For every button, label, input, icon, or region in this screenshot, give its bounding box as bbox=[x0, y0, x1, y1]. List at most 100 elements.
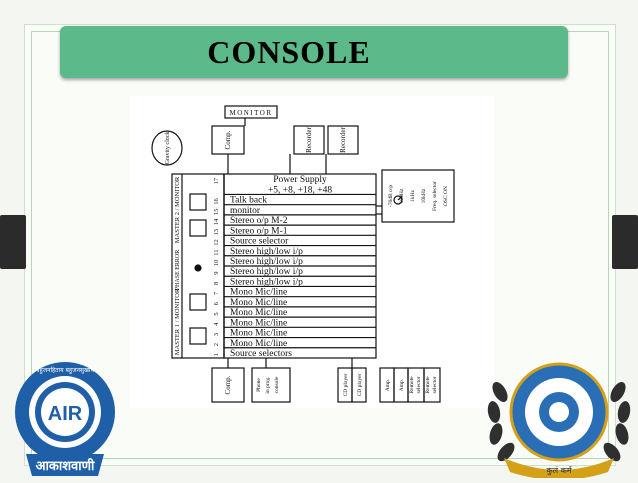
row-label: Stereo high/low i/p bbox=[230, 277, 303, 287]
master2-label: MASTER 2 / MONITOR bbox=[174, 176, 181, 243]
row-number: 5 bbox=[213, 312, 220, 315]
institute-emblem: कुलं कर्म bbox=[484, 362, 634, 480]
row-label: Mono Mic/line bbox=[230, 288, 287, 298]
console-diagram-svg: MONITOR Gravity clock Comp. Recorder Rec… bbox=[151, 105, 455, 403]
bottom-comp-label: Comp. bbox=[224, 375, 232, 394]
row-label: Stereo o/p M-2 bbox=[230, 216, 288, 226]
row-number: 14 bbox=[213, 218, 220, 225]
oscillator-label: -70dB o/p bbox=[388, 185, 394, 207]
row-number: 3 bbox=[213, 333, 220, 336]
recorder-label-2: Recorder bbox=[339, 127, 347, 153]
oscillator-label: 100Hz bbox=[399, 188, 405, 203]
oscillator-labels: -70dB o/p 100Hz 1kHz 10kHz Freq. selector OSC… bbox=[388, 181, 449, 211]
row-label: Stereo high/low i/p bbox=[230, 247, 303, 257]
row-number: 6 bbox=[213, 301, 220, 305]
device-label: Remote bbox=[425, 376, 431, 394]
row-label: Mono Mic/line bbox=[230, 339, 287, 349]
bottom-comp-box: Comp. bbox=[211, 367, 245, 403]
oscillator-label: Freq. selector bbox=[432, 181, 438, 211]
device-label: Amp. bbox=[385, 378, 391, 391]
row-number: 12 bbox=[213, 239, 220, 246]
row-label: Power Supply bbox=[273, 175, 327, 185]
oscillator-knob bbox=[393, 195, 403, 205]
master2-meter-2 bbox=[189, 219, 207, 237]
air-logo-svg: AIR बहुजनहिताय बहुजनसुखाय आकाशवाणी bbox=[15, 362, 115, 476]
row-number: 11 bbox=[213, 250, 220, 256]
device-label: CD player bbox=[357, 373, 363, 396]
air-ring-text: बहुजनहिताय बहुजनसुखाय bbox=[36, 366, 94, 374]
gravity-clock: Gravity clock bbox=[151, 130, 183, 166]
phase-error-led bbox=[194, 264, 202, 272]
device-label: CD player bbox=[343, 373, 349, 396]
left-laurel bbox=[487, 382, 515, 462]
bottom-connectors bbox=[227, 358, 353, 368]
top-comp-box: Comp. bbox=[211, 125, 245, 155]
row-label: Mono Mic/line bbox=[230, 298, 287, 308]
oscillator-label: 10kHz bbox=[421, 188, 427, 203]
master1-meter-2 bbox=[189, 327, 207, 345]
row-number: 9 bbox=[213, 271, 220, 274]
row-label: Mono Mic/line bbox=[230, 308, 287, 318]
emblem-motto: कुलं कर्म bbox=[546, 465, 572, 476]
air-monogram: AIR bbox=[48, 403, 83, 425]
device-label: Remote bbox=[409, 376, 415, 394]
recorder-label-1: Recorder bbox=[305, 127, 313, 153]
row-label: Stereo high/low i/p bbox=[230, 257, 303, 267]
oscillator-label: OSC ON bbox=[443, 186, 449, 206]
row-label: +5, +8, +18, +48 bbox=[268, 185, 332, 195]
slide-title: CONSOLE bbox=[207, 33, 371, 70]
oscillator-box: -70dB o/p 100Hz 1kHz 10kHz Freq. selector OSC… bbox=[381, 169, 455, 223]
row-number: 4 bbox=[213, 322, 220, 326]
phase-error-label: PHASE ERROR bbox=[175, 250, 181, 291]
left-side-tab bbox=[0, 215, 26, 269]
device-label: Amp. bbox=[399, 378, 405, 391]
row-number: 2 bbox=[213, 343, 220, 346]
master2-meter-1 bbox=[189, 193, 207, 211]
oscillator-label: 1kHz bbox=[410, 189, 416, 201]
row-number: 7 bbox=[213, 291, 220, 295]
row-number: 15 bbox=[213, 209, 220, 216]
device-label: selector bbox=[432, 376, 438, 393]
phone-label: Phone bbox=[256, 378, 262, 392]
title-bar: CONSOLE bbox=[60, 26, 568, 78]
phone-label: in prog. bbox=[265, 376, 271, 394]
console-diagram: MONITOR Gravity clock Comp. Recorder Rec… bbox=[130, 96, 494, 408]
gravity-clock-label: Gravity clock bbox=[165, 132, 171, 165]
row-number: 10 bbox=[213, 260, 220, 267]
master1-meter-1 bbox=[189, 293, 207, 311]
row-number: 17 bbox=[213, 177, 220, 184]
row-number: 16 bbox=[213, 198, 220, 205]
device-label: selector bbox=[416, 376, 422, 393]
monitor-label: MONITOR bbox=[229, 109, 272, 117]
phone-label: console bbox=[274, 376, 280, 393]
row-label: Stereo o/p M-1 bbox=[230, 226, 288, 236]
air-logo-text: आकाशवाणी bbox=[36, 458, 95, 474]
top-comp-label: Comp. bbox=[224, 130, 232, 149]
row-number: 8 bbox=[213, 282, 220, 285]
top-connectors bbox=[227, 118, 327, 174]
row-label: Stereo high/low i/p bbox=[230, 267, 303, 277]
emblem-gear bbox=[539, 392, 579, 432]
right-side-tab bbox=[612, 215, 638, 269]
right-connectors bbox=[376, 205, 382, 215]
row-number: 1 bbox=[213, 353, 220, 356]
row-label: Source selectors bbox=[230, 349, 292, 359]
monitor-box: MONITOR bbox=[224, 105, 278, 119]
recorder-box-1: Recorder bbox=[293, 125, 325, 155]
right-laurel bbox=[603, 382, 631, 462]
row-number: 13 bbox=[213, 229, 220, 236]
row-label: Source selector bbox=[230, 237, 289, 247]
row-label: monitor bbox=[230, 206, 261, 216]
row-label: Mono Mic/line bbox=[230, 318, 287, 328]
left-master-panel: MASTER 2 / MONITOR PHASE ERROR MASTER 1 … bbox=[171, 173, 225, 359]
row-label: Talk back bbox=[230, 196, 267, 206]
master1-label: MASTER 1 / MONITOR bbox=[174, 288, 181, 355]
recorder-box-2: Recorder bbox=[327, 125, 359, 155]
row-label: Mono Mic/line bbox=[230, 329, 287, 339]
